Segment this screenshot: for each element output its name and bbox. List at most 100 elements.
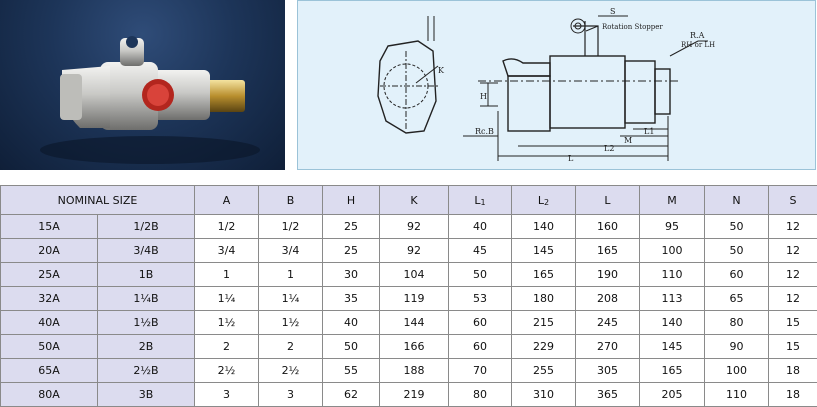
label-rc-b: Rc.B <box>475 127 494 136</box>
cell-k: 188 <box>380 359 449 383</box>
cell-b: 1¼ <box>259 287 323 311</box>
label-l2: L2 <box>604 144 614 153</box>
cell-s: 18 <box>769 383 817 407</box>
cell-n: 100 <box>705 359 769 383</box>
cell-a: 1 <box>195 263 259 287</box>
cell-l: 208 <box>576 287 640 311</box>
cell-h: 25 <box>323 215 380 239</box>
cell-m: 95 <box>640 215 705 239</box>
header-l1: L1 <box>449 186 512 215</box>
cell-nom-a: 40A <box>1 311 98 335</box>
label-l1: L1 <box>644 127 654 136</box>
cell-a: 2½ <box>195 359 259 383</box>
technical-drawing: S Rotation Stopper R.A RH or LH K H Rc.B… <box>297 0 816 170</box>
cell-nom-b: 3/4B <box>98 239 195 263</box>
cell-l2: 140 <box>512 215 576 239</box>
header-b: B <box>259 186 323 215</box>
cell-nom-a: 65A <box>1 359 98 383</box>
cell-n: 50 <box>705 239 769 263</box>
cell-k: 144 <box>380 311 449 335</box>
cell-h: 62 <box>323 383 380 407</box>
header-m: M <box>640 186 705 215</box>
cell-nom-a: 80A <box>1 383 98 407</box>
cell-b: 2 <box>259 335 323 359</box>
cell-nom-b: 2B <box>98 335 195 359</box>
cell-b: 1 <box>259 263 323 287</box>
cell-l2: 215 <box>512 311 576 335</box>
cell-nom-b: 1¼B <box>98 287 195 311</box>
cell-l1: 53 <box>449 287 512 311</box>
cell-l: 165 <box>576 239 640 263</box>
cell-m: 110 <box>640 263 705 287</box>
label-l: L <box>568 154 574 163</box>
cell-k: 119 <box>380 287 449 311</box>
cell-s: 18 <box>769 359 817 383</box>
cell-n: 60 <box>705 263 769 287</box>
cell-s: 12 <box>769 287 817 311</box>
cell-nom-b: 1½B <box>98 311 195 335</box>
cell-nom-b: 1/2B <box>98 215 195 239</box>
cell-n: 110 <box>705 383 769 407</box>
cell-s: 15 <box>769 335 817 359</box>
label-m: M <box>624 136 632 145</box>
cell-nom-b: 2½B <box>98 359 195 383</box>
label-k: K <box>438 66 445 75</box>
cell-l1: 60 <box>449 335 512 359</box>
cell-nom-a: 15A <box>1 215 98 239</box>
cell-a: 1½ <box>195 311 259 335</box>
cell-n: 65 <box>705 287 769 311</box>
cell-l1: 60 <box>449 311 512 335</box>
cell-nom-b: 3B <box>98 383 195 407</box>
cell-h: 40 <box>323 311 380 335</box>
cell-a: 2 <box>195 335 259 359</box>
cell-l2: 180 <box>512 287 576 311</box>
cell-l2: 255 <box>512 359 576 383</box>
cell-nom-a: 20A <box>1 239 98 263</box>
cell-b: 1½ <box>259 311 323 335</box>
cell-nom-a: 32A <box>1 287 98 311</box>
cell-m: 145 <box>640 335 705 359</box>
cell-h: 55 <box>323 359 380 383</box>
cell-b: 3/4 <box>259 239 323 263</box>
cell-k: 166 <box>380 335 449 359</box>
header-h: H <box>323 186 380 215</box>
cell-k: 92 <box>380 239 449 263</box>
cell-l: 365 <box>576 383 640 407</box>
cell-n: 90 <box>705 335 769 359</box>
header-l: L <box>576 186 640 215</box>
cell-l1: 50 <box>449 263 512 287</box>
cell-m: 165 <box>640 359 705 383</box>
cell-b: 3 <box>259 383 323 407</box>
cell-a: 3 <box>195 383 259 407</box>
cell-m: 205 <box>640 383 705 407</box>
cell-l1: 40 <box>449 215 512 239</box>
cell-nom-a: 50A <box>1 335 98 359</box>
cell-k: 92 <box>380 215 449 239</box>
cell-m: 113 <box>640 287 705 311</box>
cell-h: 30 <box>323 263 380 287</box>
cell-l: 270 <box>576 335 640 359</box>
cell-l: 305 <box>576 359 640 383</box>
cell-l: 160 <box>576 215 640 239</box>
cell-h: 35 <box>323 287 380 311</box>
cell-nom-a: 25A <box>1 263 98 287</box>
cell-h: 50 <box>323 335 380 359</box>
cell-a: 1/2 <box>195 215 259 239</box>
label-rotation-stopper: Rotation Stopper <box>602 23 663 31</box>
cell-s: 12 <box>769 215 817 239</box>
label-rh-lh: RH or LH <box>681 41 715 49</box>
label-ra: R.A <box>690 31 705 40</box>
cell-k: 219 <box>380 383 449 407</box>
cell-l2: 310 <box>512 383 576 407</box>
cell-m: 100 <box>640 239 705 263</box>
cell-n: 50 <box>705 215 769 239</box>
